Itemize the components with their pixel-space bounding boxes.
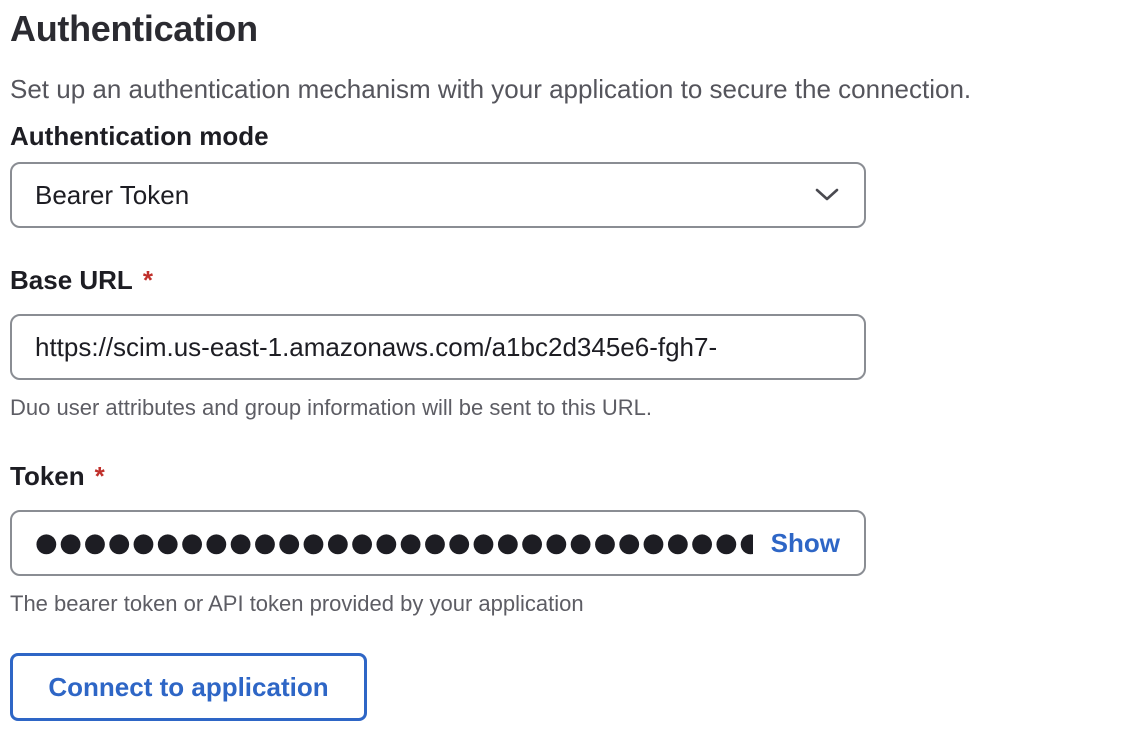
base-url-field[interactable]: https://scim.us-east-1.amazonaws.com/a1b… <box>10 314 866 380</box>
auth-mode-label-text: Authentication mode <box>10 121 269 151</box>
token-label-text: Token <box>10 461 85 491</box>
token-field[interactable]: ●●●●●●●●●●●●●●●●●●●●●●●●●●●●●●●●●●●●●●●●… <box>10 510 866 576</box>
base-url-input-value[interactable]: https://scim.us-east-1.amazonaws.com/a1b… <box>35 331 718 362</box>
chevron-down-icon <box>814 182 840 208</box>
token-masked-value[interactable]: ●●●●●●●●●●●●●●●●●●●●●●●●●●●●●●●●●●●●●●●●… <box>35 528 753 558</box>
required-marker: * <box>94 461 105 491</box>
auth-mode-label: Authentication mode <box>10 121 269 152</box>
base-url-help: Duo user attributes and group informatio… <box>10 395 652 420</box>
section-description: Set up an authentication mechanism with … <box>10 74 972 104</box>
required-marker: * <box>142 265 153 295</box>
token-label: Token * <box>10 461 105 492</box>
auth-mode-selected-value: Bearer Token <box>35 179 190 210</box>
token-help: The bearer token or API token provided b… <box>10 591 584 616</box>
base-url-label-text: Base URL <box>10 265 133 295</box>
auth-mode-select[interactable]: Bearer Token <box>10 162 866 228</box>
section-title: Authentication <box>10 8 258 49</box>
show-token-button[interactable]: Show <box>770 527 840 558</box>
connect-to-application-button[interactable]: Connect to application <box>10 653 367 721</box>
base-url-label: Base URL * <box>10 265 153 296</box>
